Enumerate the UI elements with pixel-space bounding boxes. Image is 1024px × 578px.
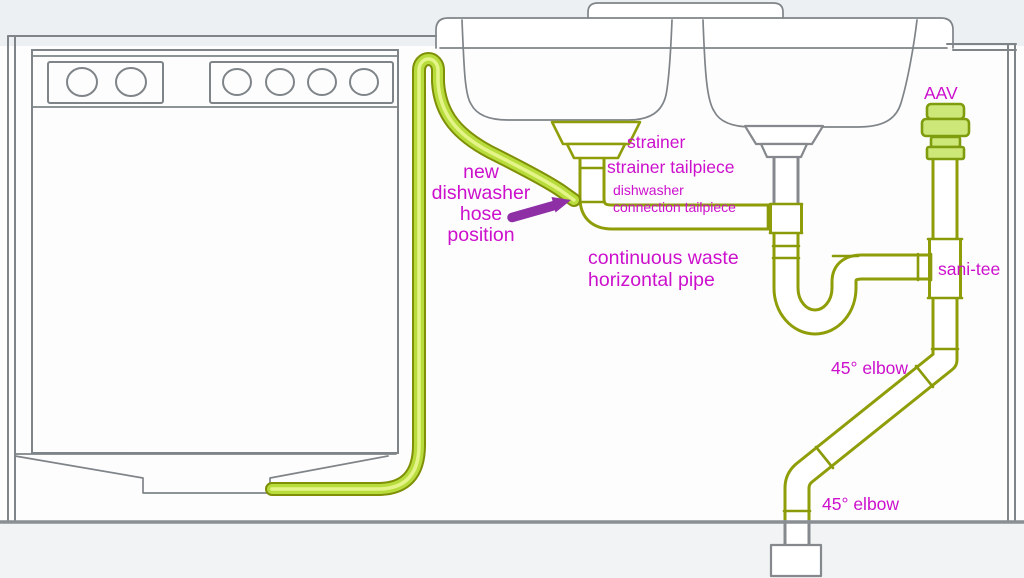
label-hose-note-line4: position	[447, 224, 514, 246]
label-elbow-upper: 45° elbow	[831, 358, 908, 378]
faucet-deck	[587, 2, 784, 19]
label-strainer: strainer	[627, 132, 686, 152]
faucet-deck-fill	[588, 3, 783, 20]
floor-drain-stub	[769, 520, 823, 578]
floor-strip	[0, 522, 1024, 578]
dishwasher-control-box-right	[209, 61, 394, 104]
drain-box	[769, 543, 823, 578]
dishwasher-control-knobs	[66, 67, 379, 97]
hose-position-arrow	[507, 197, 571, 223]
sink-rim-fill	[436, 18, 953, 48]
cabinet-right-edge	[1007, 43, 1016, 523]
label-hose-note-line2: dishwasher	[432, 182, 531, 204]
label-hose-note-line3: hose	[460, 203, 502, 225]
labels: new dishwasher hose position strainer st…	[432, 83, 1001, 514]
label-strainer-tailpiece: strainer tailpiece	[607, 157, 734, 177]
pipe-couplings	[578, 166, 964, 513]
line-art	[7, 2, 1017, 523]
dishwasher-panel-lines	[31, 55, 399, 108]
label-dw-connection-line1: dishwasher	[613, 182, 684, 198]
label-aav: AAV	[924, 83, 958, 103]
sink-left-bowl	[461, 19, 673, 121]
sink-rim	[435, 17, 954, 49]
dishwasher-kick-plate	[14, 455, 389, 494]
aav-valve	[920, 102, 971, 161]
cabinet-left-edge	[7, 35, 16, 523]
label-elbow-lower: 45° elbow	[822, 494, 899, 514]
counter-edge-right	[946, 43, 1017, 51]
label-dw-connection-line2: connection tailpiece	[613, 199, 736, 215]
dishwasher-control-box-left	[47, 61, 164, 104]
dishwasher-drain-hose	[265, 52, 581, 496]
label-hose-note-line1: new	[463, 161, 500, 183]
label-continuous-waste-line1: continuous waste	[588, 247, 739, 269]
label-sani-tee: sani-tee	[938, 259, 1000, 279]
dishwasher-body	[31, 49, 399, 454]
left-strainer	[550, 120, 642, 160]
right-strainer	[743, 124, 825, 159]
drain-pipes	[578, 156, 962, 520]
label-continuous-waste-line2: horizontal pipe	[588, 269, 715, 291]
